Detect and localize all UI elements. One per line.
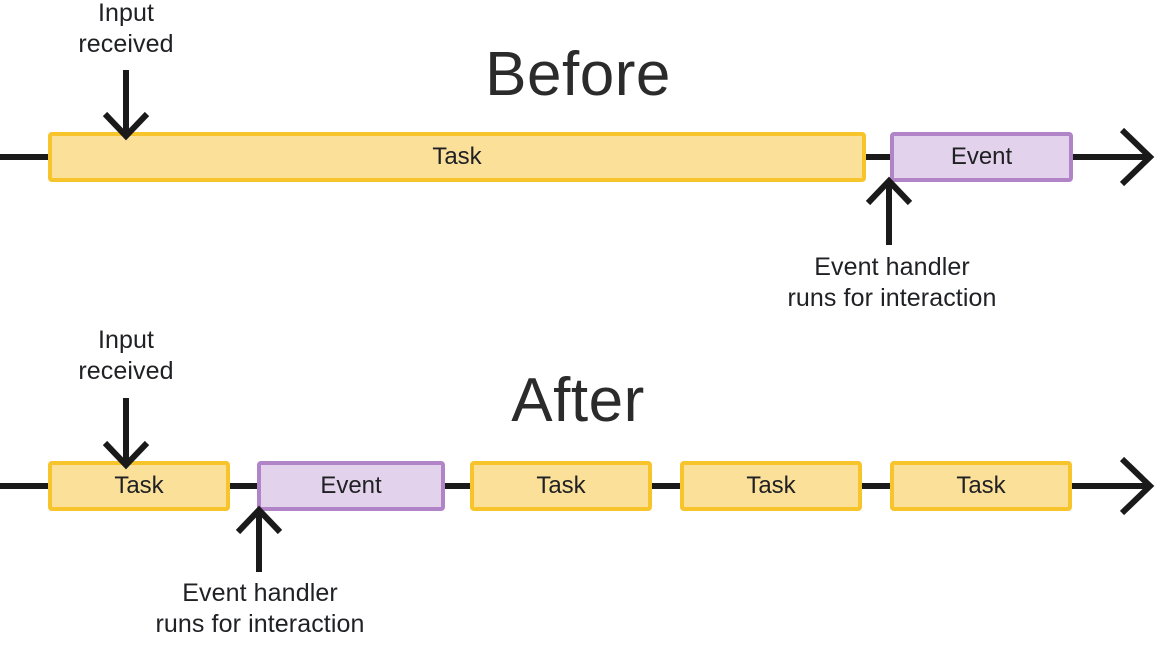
before-section-title: Before <box>485 40 671 109</box>
before-event-block[interactable]: Event <box>890 132 1073 182</box>
after-input-received-label: Input received <box>78 326 174 385</box>
after-connector-4 <box>860 483 892 489</box>
before-event-handler-arrow-icon <box>865 176 913 245</box>
before-input-arrow-icon <box>102 70 150 141</box>
before-connector-task-event <box>862 154 892 160</box>
before-input-received-label: Input received <box>78 0 174 58</box>
before-timeline-left-stub <box>0 154 50 160</box>
after-task-block-3[interactable]: Task <box>680 461 862 511</box>
before-timeline-right-rule <box>1071 154 1147 160</box>
after-connector-1 <box>228 483 259 489</box>
before-event-handler-label: Event handler runs for interaction <box>787 253 997 312</box>
after-task-block-1[interactable]: Task <box>48 461 230 511</box>
after-connector-2 <box>443 483 472 489</box>
before-task-block[interactable]: Task <box>48 132 866 182</box>
after-event-handler-label: Event handler runs for interaction <box>155 579 365 638</box>
after-timeline-right-rule <box>1070 483 1147 489</box>
after-timeline-left-stub <box>0 483 50 489</box>
after-section-title: After <box>511 366 645 435</box>
after-event-block[interactable]: Event <box>257 461 445 511</box>
after-task-block-2[interactable]: Task <box>470 461 652 511</box>
after-event-handler-arrow-icon <box>235 505 283 572</box>
after-input-arrow-icon <box>102 398 150 470</box>
after-task-block-4[interactable]: Task <box>890 461 1072 511</box>
after-connector-3 <box>650 483 682 489</box>
